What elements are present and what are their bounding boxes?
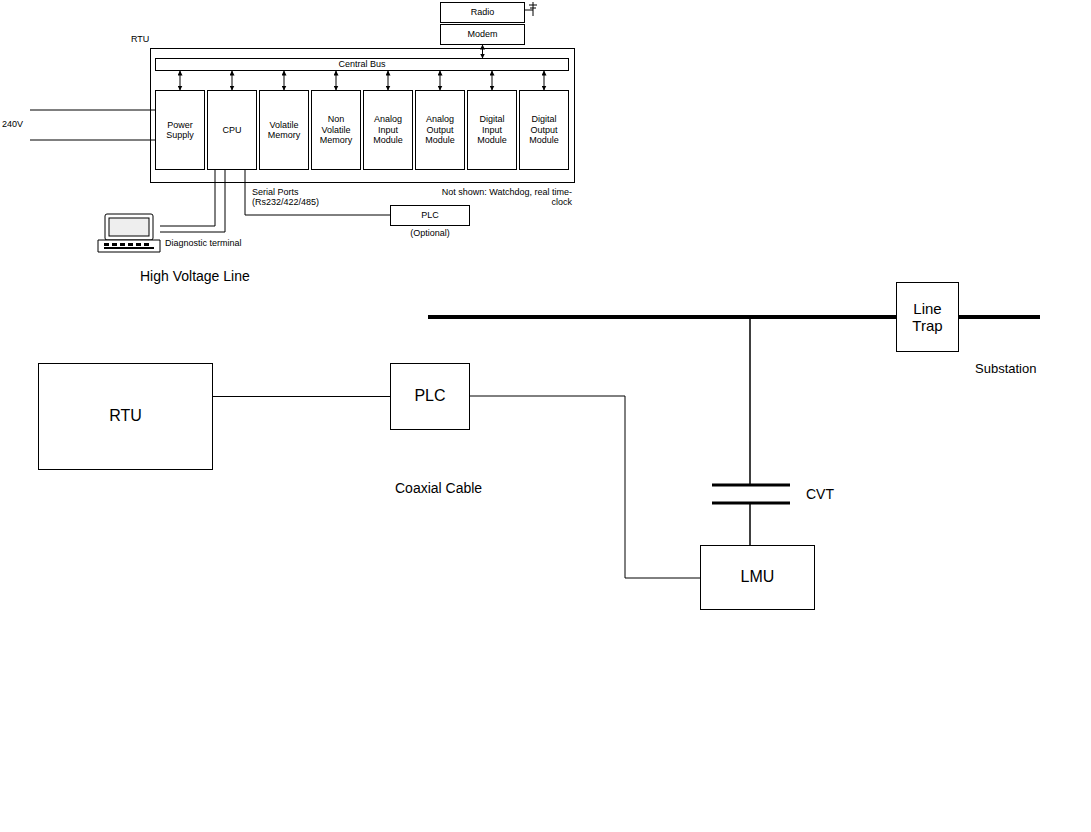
terminal-label: Diagnostic terminal: [165, 238, 242, 248]
plc-box: PLC: [390, 363, 470, 430]
modem-box: Modem: [440, 24, 525, 45]
voltage-label: 240V: [2, 119, 23, 129]
node-text: Modem: [467, 29, 497, 39]
node-text: Digital Output Module: [522, 114, 566, 145]
bus-arrow: [388, 71, 389, 90]
non-volatile-memory-module: Non Volatile Memory: [311, 90, 361, 170]
antenna-symbol: [525, 2, 537, 16]
node-text: Line Trap: [901, 300, 954, 335]
serial-wire: [160, 170, 225, 232]
cvt-capacitor: [712, 317, 790, 545]
node-text: RTU: [109, 407, 142, 425]
laptop-symbol: [98, 214, 160, 252]
cpu-module: CPU: [207, 90, 257, 170]
node-text: RTU: [131, 34, 149, 44]
central-bus-band: Central Bus: [155, 58, 569, 71]
bus-arrow: [440, 71, 441, 90]
high-voltage-line: [428, 315, 1040, 319]
plc-box: PLC(Optional): [390, 205, 470, 226]
analog-input-module: Analog Input Module: [363, 90, 413, 170]
node-text: (Optional): [391, 228, 469, 238]
connector-line: [213, 396, 390, 397]
bus-arrow: [284, 71, 285, 90]
line-label: High Voltage Line: [140, 268, 250, 284]
node-text: LMU: [741, 568, 775, 586]
component-label: CVT: [806, 486, 834, 502]
bus-arrow: [336, 71, 337, 90]
node-text: Non Volatile Memory: [314, 114, 358, 145]
line-trap-box: Line Trap: [896, 282, 959, 352]
connector-line: [470, 396, 700, 578]
radio-box: Radio: [440, 2, 525, 23]
node-text: CPU: [222, 125, 241, 135]
port-note: Serial Ports (Rs232/422/485): [252, 187, 332, 208]
rtu-box: RTU: [38, 363, 213, 470]
node-text: Volatile Memory: [262, 120, 306, 141]
node-text: Analog Input Module: [366, 114, 410, 145]
digital-input-module: Digital Input Module: [467, 90, 517, 170]
node-text: PLC: [421, 210, 439, 220]
bus-arrow: [492, 71, 493, 90]
rtu-housing: RTUCentral BusPower SupplyCPUVolatile Me…: [150, 48, 575, 183]
node-text: Digital Input Module: [470, 114, 514, 145]
supply-wire: [30, 110, 155, 140]
node-text: Central Bus: [338, 59, 385, 69]
node-text: Radio: [471, 7, 495, 17]
connector-line: [245, 170, 390, 215]
note-label: Not shown: Watchdog, real time-clock: [440, 187, 572, 208]
volatile-memory-module: Volatile Memory: [259, 90, 309, 170]
bus-arrow: [232, 71, 233, 90]
bus-arrow: [180, 71, 181, 90]
node-text: Analog Output Module: [418, 114, 462, 145]
substation-label: Substation: [975, 362, 1036, 377]
bus-arrow: [544, 71, 545, 90]
node-text: Power Supply: [158, 120, 202, 141]
node-text: PLC: [414, 387, 445, 405]
cable-label: Coaxial Cable: [395, 480, 482, 496]
digital-output-module: Digital Output Module: [519, 90, 569, 170]
lmu-box: LMU: [700, 545, 815, 610]
analog-output-module: Analog Output Module: [415, 90, 465, 170]
power-supply-module: Power Supply: [155, 90, 205, 170]
bus-arrow: [482, 45, 483, 58]
